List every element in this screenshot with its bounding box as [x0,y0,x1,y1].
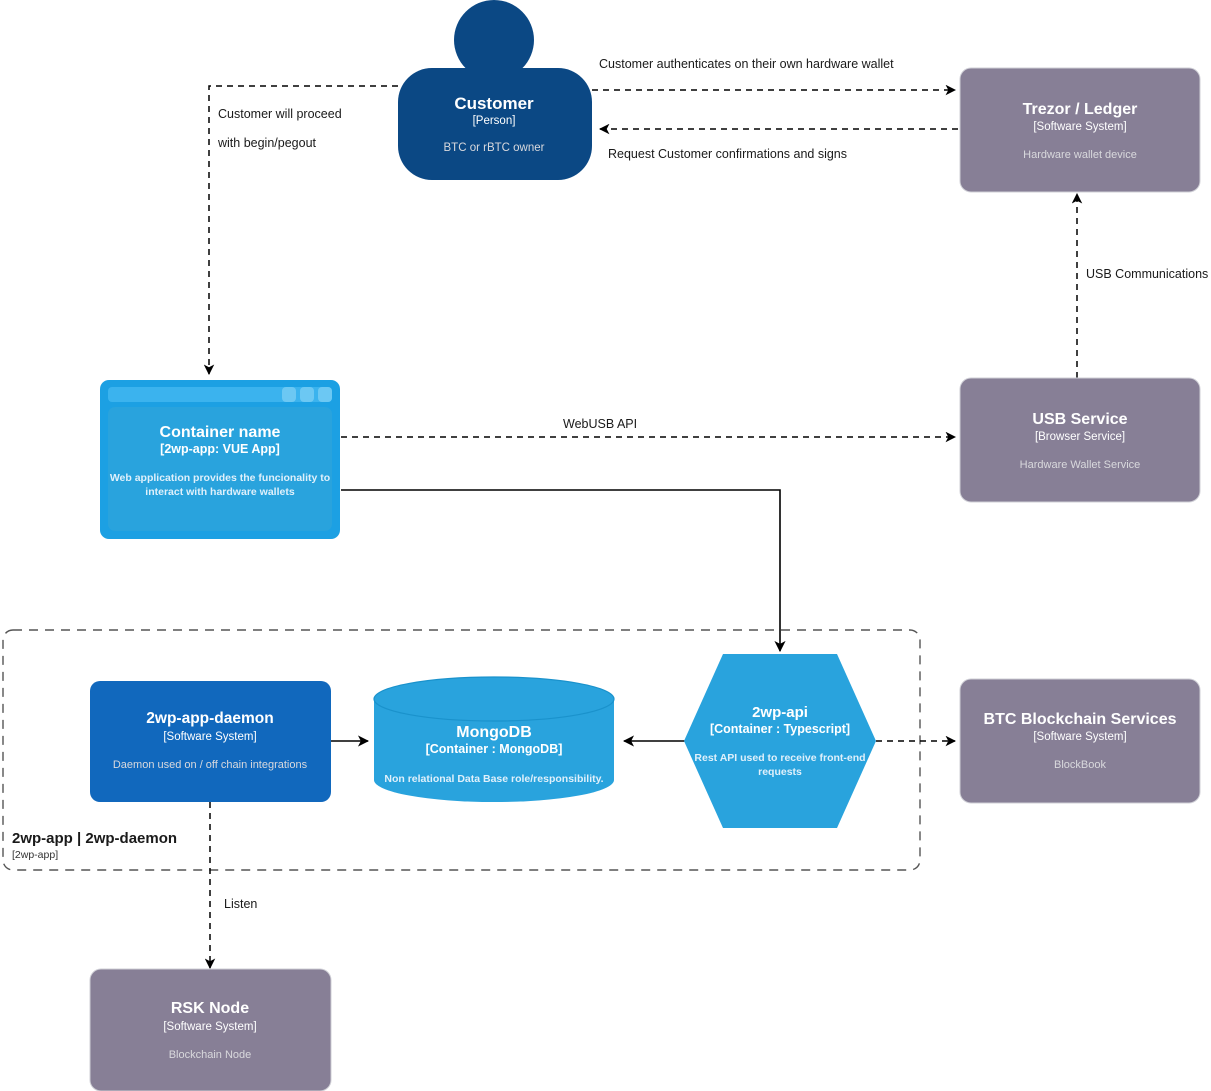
edge-label-customer-to-vue-app-line2: with begin/pegout [217,136,317,150]
node-tech-vue-app: [2wp-app: VUE App] [160,442,280,456]
node-usb-service[interactable]: USB Service [Browser Service] Hardware W… [959,377,1201,503]
node-title-customer: Customer [454,94,534,113]
node-desc-mongodb: Non relational Data Base role/responsibi… [384,773,603,785]
node-desc-vue-app-line1: Web application provides the funcionalit… [110,472,330,484]
node-trezor-ledger[interactable]: Trezor / Ledger [Software System] Hardwa… [959,67,1201,193]
cylinder-body [374,699,614,802]
node-tech-2wp-app-daemon: [Software System] [163,731,256,743]
node-vue-app[interactable]: Container name [2wp-app: VUE App] Web ap… [100,380,340,539]
node-desc-rsk-node: Blockchain Node [169,1049,252,1061]
node-title-2wp-api: 2wp-api [752,704,808,721]
node-customer[interactable]: Customer [Person] BTC or rBTC owner [398,0,592,180]
person-body-shape [398,68,592,180]
browser-content-area [108,407,332,531]
edge-usb-service-to-trezor: USB Communications [1071,192,1208,378]
edge-label-trezor-to-customer: Request Customer confirmations and signs [608,147,847,161]
edge-label-usb-communications: USB Communications [1086,267,1208,281]
node-tech-rsk-node: [Software System] [163,1021,256,1033]
browser-titlebar [108,387,332,402]
browser-button-maximize-icon[interactable] [300,387,314,402]
node-shape-btc-blockchain-services [959,678,1201,804]
node-btc-blockchain-services[interactable]: BTC Blockchain Services [Software System… [959,678,1201,804]
edge-customer-to-vue-app: Customer will proceed with begin/pegout [203,85,398,376]
node-tech-btc-blockchain-services: [Software System] [1033,731,1126,743]
edge-trezor-to-customer: Request Customer confirmations and signs [598,123,958,161]
node-title-mongodb: MongoDB [456,724,532,741]
node-title-rsk-node: RSK Node [171,1000,249,1017]
node-desc-vue-app-line2: interact with hardware wallets [145,486,295,498]
edge-label-webusb-api: WebUSB API [563,417,637,431]
node-shape-usb-service [959,377,1201,503]
node-desc-btc-blockchain-services: BlockBook [1054,759,1106,771]
node-desc-trezor-ledger: Hardware wallet device [1023,149,1137,161]
node-title-vue-app: Container name [160,424,281,441]
node-title-2wp-app-daemon: 2wp-app-daemon [146,710,273,727]
node-desc-2wp-api-line2: requests [758,766,802,778]
browser-button-close-icon[interactable] [318,387,332,402]
edge-vue-app-to-2wp-api [341,489,786,653]
node-tech-usb-service: [Browser Service] [1035,431,1125,443]
node-2wp-api[interactable]: 2wp-api [Container : Typescript] Rest AP… [684,654,876,828]
node-2wp-app-daemon[interactable]: 2wp-app-daemon [Software System] Daemon … [90,681,331,802]
boundary-subtitle: [2wp-app] [12,849,58,861]
node-title-btc-blockchain-services: BTC Blockchain Services [984,711,1177,728]
node-tech-customer: [Person] [473,115,516,127]
boundary-title: 2wp-app | 2wp-daemon [12,830,177,847]
node-rsk-node[interactable]: RSK Node [Software System] Blockchain No… [89,968,332,1091]
edge-label-customer-to-vue-app-line1: Customer will proceed [218,107,342,121]
node-title-usb-service: USB Service [1032,411,1127,428]
person-head-icon [454,0,534,80]
node-tech-2wp-api: [Container : Typescript] [710,722,850,736]
node-desc-usb-service: Hardware Wallet Service [1020,459,1141,471]
browser-button-minimize-icon[interactable] [282,387,296,402]
node-desc-customer: BTC or rBTC owner [444,142,545,154]
node-tech-mongodb: [Container : MongoDB] [426,742,563,756]
node-shape-2wp-app-daemon [90,681,331,802]
edge-daemon-to-rsk-node: Listen [204,802,257,970]
node-tech-trezor-ledger: [Software System] [1033,121,1126,133]
edge-label-listen: Listen [224,897,257,911]
edge-customer-to-trezor: Customer authenticates on their own hard… [592,57,957,96]
boundary-2wp-app: 2wp-app | 2wp-daemon [2wp-app] [2,629,921,871]
node-shape-rsk-node [89,968,332,1091]
node-desc-2wp-app-daemon: Daemon used on / off chain integrations [113,759,308,771]
node-desc-2wp-api-line1: Rest API used to receive front-end [694,752,865,764]
node-shape-2wp-api-hexagon [684,654,876,828]
node-mongodb[interactable]: MongoDB [Container : MongoDB] Non relati… [373,676,615,802]
edge-label-customer-to-trezor: Customer authenticates on their own hard… [599,57,894,71]
edge-vue-app-to-usb-service: WebUSB API [341,417,957,443]
node-title-trezor-ledger: Trezor / Ledger [1023,101,1138,118]
cylinder-top [373,676,615,722]
node-shape-trezor-ledger [959,67,1201,193]
